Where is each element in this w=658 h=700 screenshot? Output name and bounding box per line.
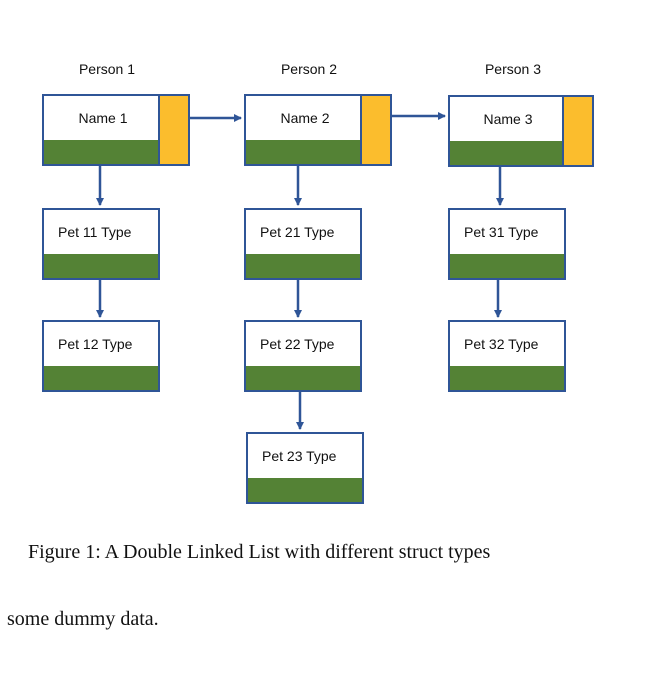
- data-bar: [246, 254, 360, 278]
- pet-node-22: Pet 22 Type: [244, 320, 362, 392]
- pet-node-label: Pet 12 Type: [58, 336, 133, 352]
- pointer-box: [562, 97, 592, 165]
- body-text: some dummy data.: [7, 608, 159, 630]
- pet-node-label: Pet 23 Type: [262, 448, 337, 464]
- pet-node-label: Pet 32 Type: [464, 336, 539, 352]
- data-bar: [450, 366, 564, 390]
- data-bar: [450, 254, 564, 278]
- pointer-box: [158, 96, 188, 164]
- person-node-2: Name 2: [244, 94, 392, 166]
- person-node-1: Name 1: [42, 94, 190, 166]
- person-label-1: Person 1: [78, 61, 136, 77]
- pet-node-label: Pet 22 Type: [260, 336, 335, 352]
- data-bar: [44, 366, 158, 390]
- pet-node-11: Pet 11 Type: [42, 208, 160, 280]
- pet-node-label: Pet 21 Type: [260, 224, 335, 240]
- pet-node-label: Pet 31 Type: [464, 224, 539, 240]
- pet-node-32: Pet 32 Type: [448, 320, 566, 392]
- data-bar: [44, 140, 162, 164]
- pet-node-label: Pet 11 Type: [58, 224, 132, 240]
- person-label-3: Person 3: [484, 61, 542, 77]
- pet-node-12: Pet 12 Type: [42, 320, 160, 392]
- data-bar: [246, 366, 360, 390]
- data-bar: [44, 254, 158, 278]
- person-node-label: Name 1: [78, 110, 128, 126]
- arrows-layer: [96, 112, 504, 430]
- data-bar: [248, 478, 362, 502]
- pet-node-21: Pet 21 Type: [244, 208, 362, 280]
- pet-node-31: Pet 31 Type: [448, 208, 566, 280]
- data-bar: [246, 140, 364, 164]
- data-bar: [450, 141, 566, 165]
- pointer-box: [360, 96, 390, 164]
- person-node-label: Name 2: [280, 110, 330, 126]
- person-label-2: Person 2: [280, 61, 338, 77]
- person-node-3: Name 3: [448, 95, 594, 167]
- person-node-label: Name 3: [483, 111, 533, 127]
- pet-node-23: Pet 23 Type: [246, 432, 364, 504]
- figure-caption: Figure 1: A Double Linked List with diff…: [28, 541, 491, 563]
